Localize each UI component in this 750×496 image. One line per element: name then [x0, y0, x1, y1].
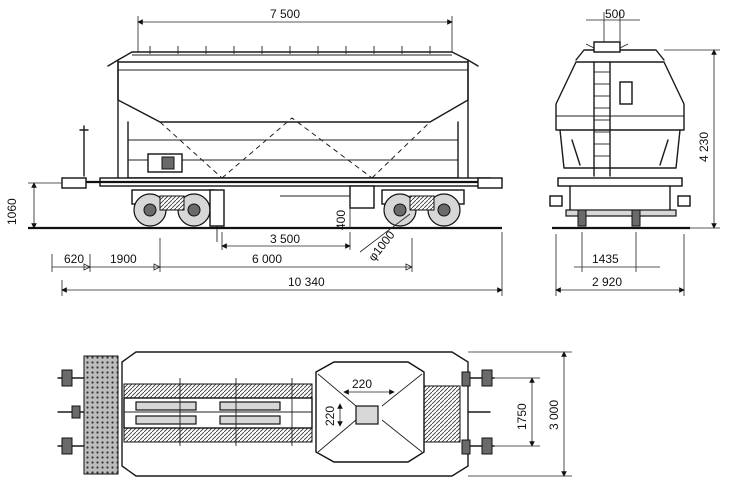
- dim-bogie-spacing: 3 500: [270, 232, 300, 246]
- dim-buffer-height: 1060: [5, 198, 19, 225]
- end-dimensions: 500 4 230 1435 2 920: [555, 7, 720, 296]
- end-platform: [83, 355, 119, 475]
- dim-body-width: 3 000: [547, 400, 561, 430]
- roof-hatch: [593, 41, 621, 53]
- outlet-pipe: [209, 189, 225, 227]
- dim-buffer-overhang: 620: [64, 252, 84, 266]
- dim-total-height: 4 230: [697, 132, 711, 162]
- dim-wheel-diameter: φ1000: [365, 228, 397, 264]
- dim-length-over-buffers: 10 340: [288, 275, 325, 289]
- dim-total-width: 2 920: [592, 275, 622, 289]
- dim-pivot-offset: 1900: [110, 252, 137, 266]
- dim-outlet-height: 400: [334, 210, 348, 230]
- plan-dimensions: 220 220 1750 3 000: [323, 351, 572, 477]
- dim-outlet-size-v: 220: [323, 406, 337, 426]
- bogie-left: [131, 189, 215, 227]
- buffer-left: [61, 177, 87, 189]
- dim-pivot-distance: 6 000: [252, 252, 282, 266]
- dim-track-gauge: 1435: [592, 252, 619, 266]
- dim-buffer-spacing: 1750: [515, 403, 529, 430]
- outlet-opening: [355, 405, 379, 425]
- end-view: [549, 41, 691, 230]
- dim-outlet-size-h: 220: [352, 377, 372, 391]
- side-dimensions: 7 500 1060 400 φ1000 3 500 620 1900 6 00…: [5, 7, 503, 296]
- plan-view: [57, 351, 495, 477]
- buffer-right: [477, 177, 503, 189]
- bogie-right: [381, 189, 465, 227]
- dim-hatch-width: 500: [605, 7, 625, 21]
- side-view: [28, 46, 503, 242]
- dim-body-length: 7 500: [270, 7, 300, 21]
